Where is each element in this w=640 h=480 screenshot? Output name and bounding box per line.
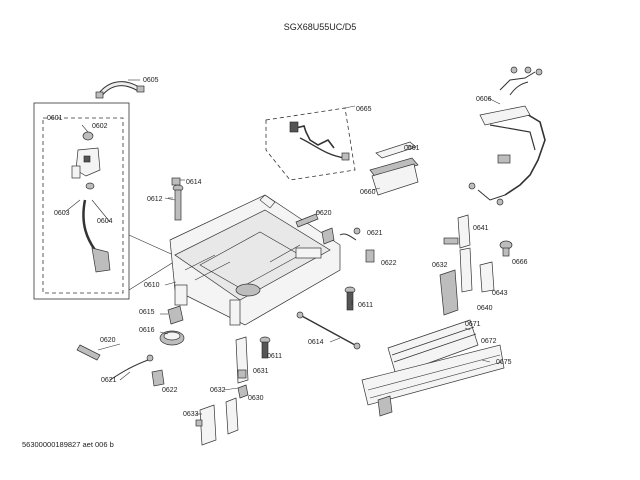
pump-part-0616: [159, 305, 185, 346]
kickplate-part-0672: [361, 319, 505, 417]
part-labels: 0605 0601 0602 0603 0604 0665 0606 0661 …: [47, 77, 528, 418]
screw-part-0612: [168, 177, 185, 221]
label-0660: 0660: [360, 189, 376, 196]
label-0616: 0616: [139, 327, 155, 334]
rod-part-0614: [296, 311, 361, 350]
inset-box-0665: [265, 105, 356, 181]
float-part-0620-lower: [76, 344, 165, 387]
label-0661: 0661: [404, 145, 420, 152]
hose-part-0605: [95, 79, 145, 99]
label-0632-upper: 0632: [432, 262, 448, 269]
label-0633: 0633: [183, 411, 199, 418]
base-tub-part-0610: [164, 194, 341, 326]
label-0666: 0666: [512, 259, 528, 266]
label-0606: 0606: [476, 96, 492, 103]
label-0622-lower: 0622: [162, 387, 178, 394]
label-0611-lower: 0611: [267, 353, 282, 360]
label-0620-upper: 0620: [316, 210, 332, 217]
label-0614-upper: 0614: [186, 179, 202, 186]
bracket-part-0630: [195, 384, 249, 446]
label-0602: 0602: [92, 123, 108, 130]
label-0630: 0630: [248, 395, 264, 402]
label-0631: 0631: [253, 368, 269, 375]
label-0612: 0612: [147, 196, 163, 203]
label-0614-lower: 0614: [308, 339, 324, 346]
label-0672: 0672: [481, 338, 497, 345]
label-0632-lower: 0632: [210, 387, 226, 394]
wiring-harness-part-0606: [468, 66, 546, 206]
screw-part-0611-lower: [235, 336, 271, 384]
label-0605: 0605: [143, 77, 159, 84]
diagram-footer-code: 5630000018​9827 aet 006 b: [22, 440, 114, 449]
label-0615: 0615: [139, 309, 155, 316]
label-0671: 0671: [465, 321, 481, 328]
label-0640: 0640: [477, 305, 493, 312]
screw-part-0611-upper: [344, 286, 356, 311]
label-0643: 0643: [492, 290, 508, 297]
leader-lines: [64, 197, 491, 415]
label-0610: 0610: [144, 282, 160, 289]
bracket-part-0641: [439, 214, 513, 316]
label-0601: 0601: [47, 115, 63, 122]
label-0611-upper: 0611: [358, 302, 373, 309]
label-0621-lower: 0621: [101, 377, 117, 384]
label-0641: 0641: [473, 225, 489, 232]
label-0621-upper: 0621: [367, 230, 383, 237]
trough-part-0661: [369, 141, 419, 196]
label-0604: 0604: [97, 218, 113, 225]
float-part-0620: [295, 211, 375, 263]
diagram-title: SGX68U55UC/D5: [284, 22, 357, 32]
label-0675: 0675: [496, 359, 512, 366]
label-0620-lower: 0620: [100, 337, 116, 344]
label-0665: 0665: [356, 106, 372, 113]
label-0622-upper: 0622: [381, 260, 397, 267]
inlet-valve-part-0601: [71, 124, 111, 273]
label-0603: 0603: [54, 210, 70, 217]
